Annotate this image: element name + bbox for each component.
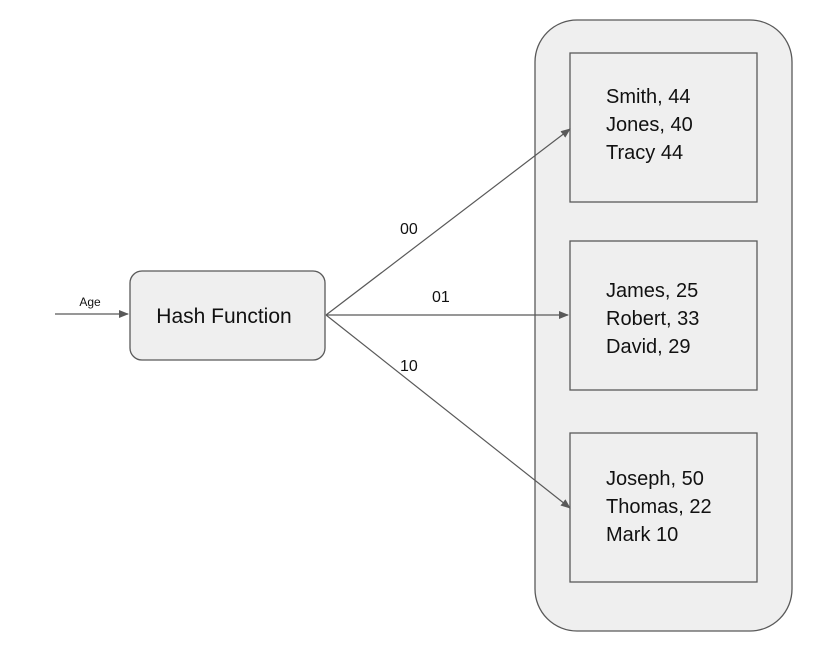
- input-label: Age: [79, 295, 101, 309]
- hash-function-node: [129, 270, 326, 361]
- hash-function-label: Hash Function: [156, 305, 291, 328]
- edge-label-01: 01: [432, 289, 450, 306]
- bucket-0-record-0: Smith, 44: [606, 86, 690, 108]
- bucket-2-record-1: Thomas, 22: [606, 496, 712, 518]
- bucket-0-record-2: Tracy 44: [606, 142, 683, 164]
- edge-00: [325, 128, 571, 316]
- bucket-box-1: [569, 240, 758, 391]
- bucket-0-record-1: Jones, 40: [606, 114, 693, 136]
- bucket-box-2: [569, 432, 758, 583]
- bucket-2-record-2: Mark 10: [606, 524, 678, 546]
- edge-10: [325, 314, 571, 509]
- edge-label-10: 10: [400, 358, 418, 375]
- bucket-1-record-1: Robert, 33: [606, 308, 699, 330]
- bucket-box-0: [569, 52, 758, 203]
- edge-label-00: 00: [400, 221, 418, 238]
- bucket-1-record-0: James, 25: [606, 280, 698, 302]
- bucket-2-record-0: Joseph, 50: [606, 468, 704, 490]
- bucket-1-record-2: David, 29: [606, 336, 691, 358]
